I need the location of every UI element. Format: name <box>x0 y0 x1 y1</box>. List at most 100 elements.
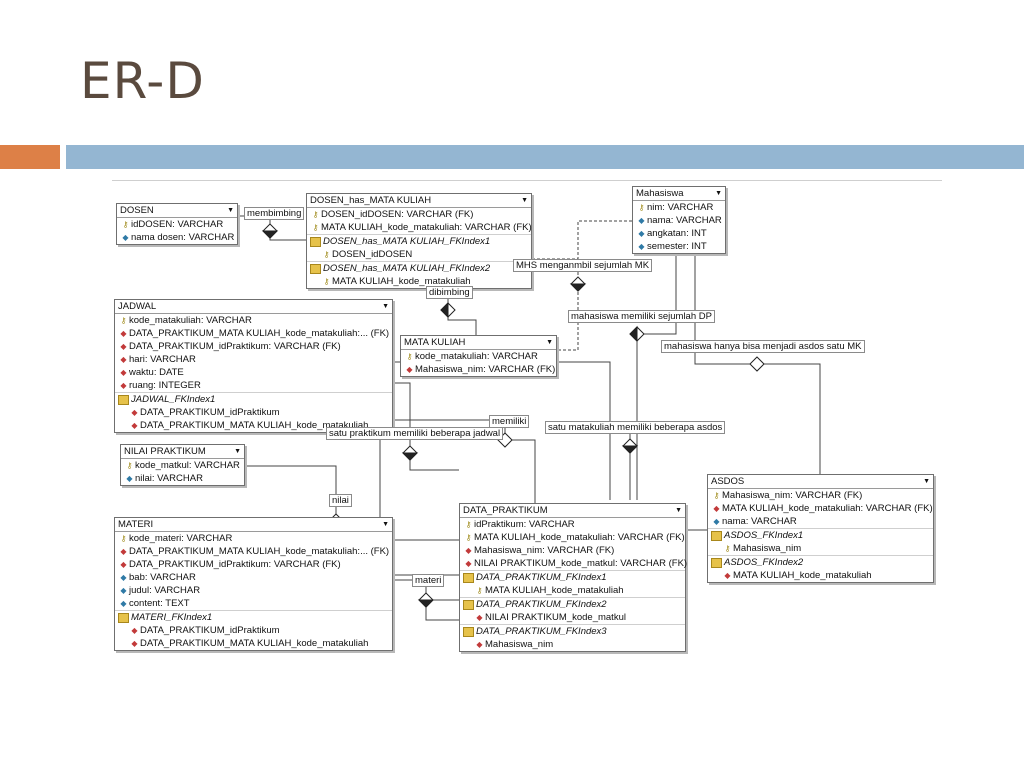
attribute-row: ⚷idPraktikum: VARCHAR <box>460 518 685 531</box>
label-dibimbing: dibimbing <box>426 286 473 299</box>
index-row: DATA_PRAKTIKUM_FKIndex2 <box>460 597 685 611</box>
entity-header: MATERI▼ <box>115 518 392 532</box>
row-text: kode_matakuliah: VARCHAR <box>415 351 538 362</box>
attribute-row: ⚷Mahasiswa_nim: VARCHAR (FK) <box>708 489 933 502</box>
dropdown-arrow-icon[interactable]: ▼ <box>923 478 930 485</box>
entity-jadwal[interactable]: JADWAL▼⚷kode_matakuliah: VARCHAR◆DATA_PR… <box>114 299 393 433</box>
entity-header: ASDOS▼ <box>708 475 933 489</box>
row-text: Mahasiswa_nim <box>485 639 554 650</box>
index-folder-icon <box>118 612 129 623</box>
key-icon: ⚷ <box>312 223 319 232</box>
label-membimbing: membimbing <box>244 207 305 220</box>
entity-mata-kuliah[interactable]: MATA KULIAH▼⚷kode_matakuliah: VARCHAR◆Ma… <box>400 335 557 377</box>
attribute-row: ⚷idDOSEN: VARCHAR <box>117 218 237 231</box>
foreign-key-icon: ◆ <box>131 626 138 635</box>
foreign-key-icon: ◆ <box>131 421 138 430</box>
foreign-key-icon: ◆ <box>724 571 731 580</box>
row-text: nim: VARCHAR <box>647 202 714 213</box>
row-text: DATA_PRAKTIKUM_idPraktikum <box>140 625 280 636</box>
dropdown-arrow-icon[interactable]: ▼ <box>675 507 682 514</box>
row-text: kode_matkul: VARCHAR <box>135 460 240 471</box>
index-folder-icon <box>310 263 321 274</box>
key-icon: ⚷ <box>323 250 330 259</box>
index-folder-icon <box>463 626 474 637</box>
attribute-row: ⚷MATA KULIAH_kode_matakuliah <box>307 275 531 288</box>
row-text: kode_materi: VARCHAR <box>129 533 233 544</box>
row-text: DATA_PRAKTIKUM_idPraktikum: VARCHAR (FK) <box>129 559 341 570</box>
index-folder-icon <box>463 599 474 610</box>
entity-nilai-praktikum[interactable]: NILAI PRAKTIKUM▼⚷kode_matkul: VARCHAR◆ni… <box>120 444 245 486</box>
entity-data-praktikum[interactable]: DATA_PRAKTIKUM▼⚷idPraktikum: VARCHAR⚷MAT… <box>459 503 688 652</box>
foreign-key-icon: ◆ <box>120 368 127 377</box>
row-text: DATA_PRAKTIKUM_idPraktikum <box>140 407 280 418</box>
entity-asdos[interactable]: ASDOS▼⚷Mahasiswa_nim: VARCHAR (FK)◆MATA … <box>707 474 934 583</box>
entity-name: DOSEN <box>120 205 154 216</box>
dropdown-arrow-icon[interactable]: ▼ <box>227 207 234 214</box>
index-row: MATERI_FKIndex1 <box>115 610 392 624</box>
entity-dosen-has-mata-kuliah[interactable]: DOSEN_has_MATA KULIAH▼⚷DOSEN_idDOSEN: VA… <box>306 193 532 289</box>
foreign-key-icon: ◆ <box>120 342 127 351</box>
entity-header: Mahasiswa▼ <box>633 187 725 201</box>
key-icon: ⚷ <box>638 203 645 212</box>
row-text: MATA KULIAH_kode_matakuliah: VARCHAR (FK… <box>722 503 933 514</box>
row-text: Mahasiswa_nim: VARCHAR (FK) <box>415 364 556 375</box>
index-row: DOSEN_has_MATA KULIAH_FKIndex2 <box>307 261 531 275</box>
attribute-icon: ◆ <box>713 517 720 526</box>
row-text: DOSEN_has_MATA KULIAH_FKIndex1 <box>323 236 491 247</box>
row-text: MATA KULIAH_kode_matakuliah: VARCHAR (FK… <box>321 222 532 233</box>
foreign-key-icon: ◆ <box>120 547 127 556</box>
row-text: Mahasiswa_nim: VARCHAR (FK) <box>722 490 863 501</box>
attribute-icon: ◆ <box>120 586 127 595</box>
entity-materi[interactable]: MATERI▼⚷kode_materi: VARCHAR◆DATA_PRAKTI… <box>114 517 393 651</box>
key-icon: ⚷ <box>120 534 127 543</box>
foreign-key-icon: ◆ <box>406 365 413 374</box>
row-text: MATERI_FKIndex1 <box>131 612 213 623</box>
row-text: ASDOS_FKIndex1 <box>724 530 804 541</box>
index-folder-icon <box>118 394 129 405</box>
row-text: nama: VARCHAR <box>647 215 722 226</box>
attribute-row: ◆ruang: INTEGER <box>115 379 392 392</box>
entity-dosen[interactable]: DOSEN▼⚷idDOSEN: VARCHAR◆nama dosen: VARC… <box>116 203 238 245</box>
row-text: waktu: DATE <box>129 367 184 378</box>
entity-header: DATA_PRAKTIKUM▼ <box>460 504 685 518</box>
accent-bar-orange <box>0 145 60 169</box>
attribute-row: ◆Mahasiswa_nim: VARCHAR (FK) <box>460 544 685 557</box>
attribute-row: ◆DATA_PRAKTIKUM_MATA KULIAH_kode_matakul… <box>115 327 392 340</box>
row-text: DATA_PRAKTIKUM_FKIndex1 <box>476 572 607 583</box>
dropdown-arrow-icon[interactable]: ▼ <box>382 521 389 528</box>
slide-title: ER-D <box>80 52 205 110</box>
entity-name: JADWAL <box>118 301 157 312</box>
row-text: DATA_PRAKTIKUM_FKIndex3 <box>476 626 607 637</box>
attribute-row: ◆angkatan: INT <box>633 227 725 240</box>
dropdown-arrow-icon[interactable]: ▼ <box>521 197 528 204</box>
attribute-row: ⚷DOSEN_idDOSEN: VARCHAR (FK) <box>307 208 531 221</box>
row-text: NILAI PRAKTIKUM_kode_matkul: VARCHAR (FK… <box>474 558 688 569</box>
attribute-row: ◆NILAI PRAKTIKUM_kode_matkul <box>460 611 685 624</box>
row-text: MATA KULIAH_kode_matakuliah <box>733 570 872 581</box>
attribute-row: ⚷MATA KULIAH_kode_matakuliah: VARCHAR (F… <box>307 221 532 234</box>
row-text: DATA_PRAKTIKUM_MATA KULIAH_kode_matakuli… <box>129 546 390 557</box>
attribute-row: ◆Mahasiswa_nim: VARCHAR (FK) <box>401 363 556 376</box>
row-text: DOSEN_idDOSEN: VARCHAR (FK) <box>321 209 474 220</box>
label-memiliki: memiliki <box>489 415 530 428</box>
row-text: content: TEXT <box>129 598 190 609</box>
row-text: Mahasiswa_nim: VARCHAR (FK) <box>474 545 615 556</box>
row-text: nilai: VARCHAR <box>135 473 203 484</box>
foreign-key-icon: ◆ <box>465 559 472 568</box>
entity-header: DOSEN_has_MATA KULIAH▼ <box>307 194 531 208</box>
attribute-row: ◆bab: VARCHAR <box>115 571 392 584</box>
attribute-row: ◆DATA_PRAKTIKUM_idPraktikum <box>115 406 392 419</box>
entity-header: JADWAL ▼ <box>115 300 392 314</box>
dropdown-arrow-icon[interactable]: ▼ <box>715 190 722 197</box>
attribute-row: ◆waktu: DATE <box>115 366 392 379</box>
entity-header: MATA KULIAH▼ <box>401 336 556 350</box>
key-icon: ⚷ <box>724 544 731 553</box>
key-icon: ⚷ <box>122 220 129 229</box>
foreign-key-icon: ◆ <box>131 408 138 417</box>
dropdown-arrow-icon[interactable]: ▼ <box>234 448 241 455</box>
dropdown-arrow-icon[interactable]: ▼ <box>546 339 553 346</box>
dropdown-arrow-icon[interactable]: ▼ <box>382 303 389 310</box>
row-text: bab: VARCHAR <box>129 572 196 583</box>
entity-header: NILAI PRAKTIKUM▼ <box>121 445 244 459</box>
entity-mahasiswa[interactable]: Mahasiswa▼⚷nim: VARCHAR◆nama: VARCHAR◆an… <box>632 186 726 254</box>
